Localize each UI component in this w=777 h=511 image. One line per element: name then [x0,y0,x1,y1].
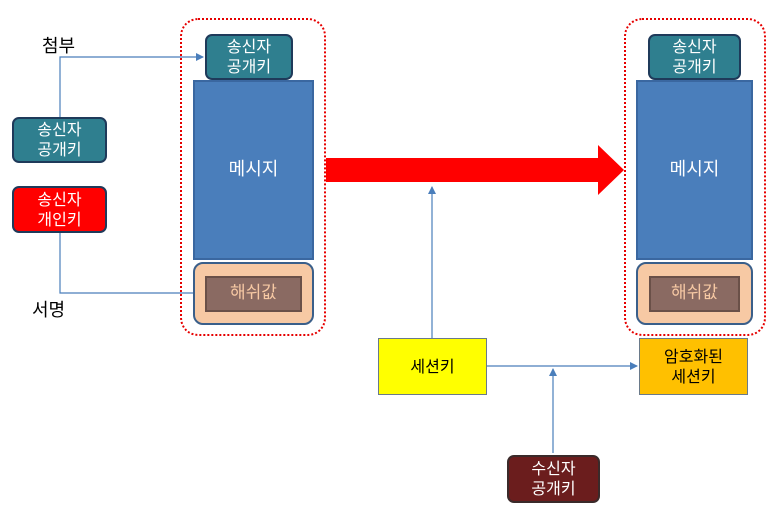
sender-package-hash-container: 해쉬값 [193,262,314,325]
transfer-arrow [326,145,624,195]
sender-public-key-box: 송신자 공개키 [12,117,107,163]
receiver-public-key-box: 수신자 공개키 [507,455,600,503]
attach-connector [59,53,204,117]
receiver-package-message: 메시지 [636,80,753,260]
sender-private-key-box: 송신자 개인키 [12,186,107,233]
receiver-package-hash-container: 해쉬값 [636,262,753,325]
sender-package-frame [180,18,326,336]
sender-package-public-key: 송신자 공개키 [205,34,293,80]
sender-package-hash: 해쉬값 [205,275,302,312]
receiver-package-frame [624,18,766,336]
session-key-box: 세션키 [378,338,487,395]
receiver-package-hash: 해쉬값 [649,275,740,312]
signature-connector [59,233,204,297]
receiver-package-public-key: 송신자 공개키 [648,34,741,80]
signature-label: 서명 [32,300,66,321]
sender-package-message: 메시지 [193,80,314,260]
encrypted-session-key-box: 암호화된 세션키 [639,338,748,395]
attach-label: 첨부 [42,36,76,57]
